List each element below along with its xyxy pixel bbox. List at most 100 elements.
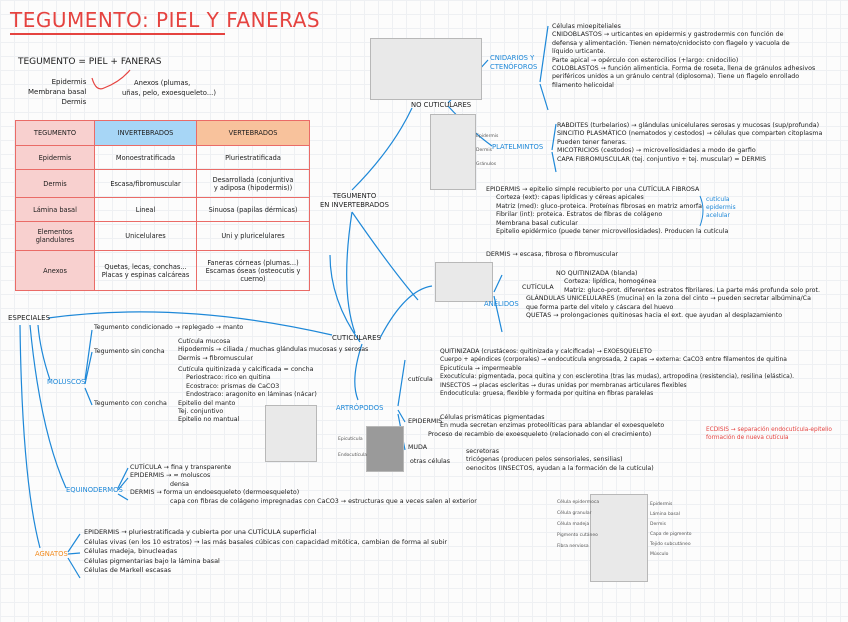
note-line: oenocitos (INSECTOS, ayudan a la formaci… bbox=[466, 464, 654, 472]
table-row: Dermis Escasa/fibromuscular Desarrollada… bbox=[15, 169, 310, 198]
note-line: Epitelio epidérmico (puede tener microve… bbox=[496, 228, 729, 236]
figure-label: Epidermis bbox=[650, 502, 673, 507]
note-line: acelular bbox=[706, 212, 730, 219]
note-line: Tej. conjuntivo bbox=[178, 408, 224, 416]
table-row: Lámina basal Lineal Sinuosa (papilas dér… bbox=[15, 197, 310, 222]
platelmintos-label: PLATELMINTOS bbox=[492, 143, 544, 151]
intro-formula: TEGUMENTO = PIEL + FANERAS bbox=[18, 57, 162, 67]
intro-left-item: Membrana basal bbox=[28, 88, 87, 96]
figure-label: Pigmento cutáneo bbox=[557, 533, 598, 538]
anelidos-cuticula-label: CUTÍCULA bbox=[522, 284, 554, 291]
anelidos-cuticula-notes: NO QUITINIZADA (blanda) Corteza: lipídic… bbox=[526, 270, 820, 320]
artropodos-otras-label: otras células bbox=[410, 458, 451, 465]
table-cell: Monoestratificada bbox=[94, 145, 197, 170]
center-node-line: TEGUMENTO bbox=[332, 192, 377, 200]
figure-label: Célula epidermoca bbox=[557, 500, 600, 505]
note-line: Corteza: lipídica, homogénea bbox=[564, 278, 657, 286]
ecdisis-note: ECDISIS → separación endocutícula-epitel… bbox=[706, 426, 832, 442]
agnato-skin-figure bbox=[590, 494, 648, 582]
table-cell-line: y adiposa (hipodermis)) bbox=[213, 183, 293, 192]
anelidos-label: ANÉLIDOS bbox=[484, 300, 519, 308]
table-cell: Escasa/fibromuscular bbox=[94, 169, 197, 198]
note-line: Células mioepiteliales bbox=[552, 23, 621, 30]
artropodos-otras-notes: secretoras tricógenas (producen pelos se… bbox=[466, 448, 654, 473]
note-line: Exocutícula: pigmentada, poca quitina y … bbox=[440, 373, 795, 381]
especiales-label: ESPECIALES bbox=[8, 314, 51, 322]
moluscos-label: MOLUSCOS bbox=[47, 378, 86, 386]
note-line: Células de Markell escasas bbox=[84, 566, 172, 575]
figure-label: Dermis bbox=[476, 148, 492, 153]
table-cell-line: Placas y espinas calcáreas bbox=[101, 270, 190, 279]
figure-label: Gránulos bbox=[476, 162, 497, 167]
note-line: GLÁNDULAS UNICELULARES (mucina) en la zo… bbox=[526, 295, 811, 303]
note-line: CUTÍCULA → fina y transparente bbox=[130, 464, 232, 471]
table-header: INVERTEBRADOS bbox=[94, 120, 197, 146]
note-line: ECDISIS → separación endocutícula-epitel… bbox=[706, 427, 832, 433]
note-line: filamento helicoidal bbox=[552, 81, 614, 89]
skin-figure-labels-left: Célula epidermoca Célula granular Célula… bbox=[557, 497, 599, 552]
artropodo-figure bbox=[366, 426, 404, 472]
table-header: TEGUMENTO bbox=[15, 120, 95, 146]
note-line: Ecostraco: prismas de CaCO3 bbox=[186, 382, 280, 390]
table-cell: Sinuosa (papilas dérmicas) bbox=[196, 197, 310, 222]
table-cell-line: Faneras córneas (plumas...) bbox=[207, 258, 299, 267]
note-line: EPIDERMIS → pluriestratificada y cubiert… bbox=[84, 528, 317, 536]
figure-label: Tejido subcutáneo bbox=[650, 542, 691, 547]
platelmintos-notes: RABDITES (turbelarios) → glándulas unice… bbox=[557, 122, 822, 164]
center-node: TEGUMENTO EN INVERTEBRADOS bbox=[320, 192, 389, 210]
figure-label: Capa de pigmento bbox=[650, 532, 692, 537]
intro-left: Epidermis Membrana basal Dermis bbox=[28, 77, 87, 107]
center-node-line: EN INVERTEBRADOS bbox=[320, 201, 389, 209]
note-line: Células prismáticas pigmentadas bbox=[440, 414, 545, 421]
cnidarios-label-line: CTENÓFOROS bbox=[490, 63, 538, 71]
note-line: Epitelio del manto bbox=[178, 399, 236, 407]
figure-label: Lámina basal bbox=[650, 512, 680, 517]
note-line: periféricos unidos a un gránulo central … bbox=[552, 73, 800, 81]
note-line: líquido urticante. bbox=[552, 48, 606, 56]
note-line: Células vivas (en los 10 estratos) → las… bbox=[84, 537, 448, 546]
table-row: Anexos Quetas, lecas, conchas...Placas y… bbox=[15, 250, 310, 291]
note-line: Corteza (ext): capas lipídicas y céreas … bbox=[496, 194, 644, 202]
note-line: Membrana basal cuticular bbox=[496, 219, 578, 227]
note-line: Parte apical → opérculo con esterocilios… bbox=[552, 56, 739, 64]
note-line: Endocutícula: gruesa, flexible y formada… bbox=[440, 390, 654, 398]
note-line: Pueden tener faneras. bbox=[557, 138, 627, 146]
cnidarios-label: CNIDARIOS Y CTENÓFOROS bbox=[490, 54, 537, 72]
note-line: COLOBLASTOS → función alimenticia. Forma… bbox=[552, 65, 816, 73]
note-line: Epitelio no mantual bbox=[178, 416, 240, 424]
anelidos-dermis: DERMIS → escasa, fibrosa o fibromuscular bbox=[486, 251, 618, 258]
title-underline bbox=[10, 33, 225, 35]
platelminto-figure-labels: Epidermis Dermis Gránulos bbox=[476, 130, 498, 172]
note-line: Cutícula mucosa bbox=[178, 338, 231, 345]
artropodos-cuticula-label: cutícula bbox=[408, 376, 433, 383]
table-row-label: Anexos bbox=[15, 250, 95, 291]
figure-label: Músculo bbox=[650, 552, 669, 557]
moluscos-sin-concha-notes: Cutícula mucosa Hipodermis → ciliada / m… bbox=[178, 338, 368, 363]
table-header: VERTEBRADOS bbox=[196, 120, 310, 146]
table-row-label: Elementos glandulares bbox=[15, 221, 95, 251]
note-line: DERMIS → forma un endoesqueleto (dermoes… bbox=[130, 489, 300, 497]
note-line: Cuerpo + apéndices (corporales) → endocu… bbox=[440, 356, 787, 364]
table-cell: Uni y pluricelulares bbox=[196, 221, 310, 251]
note-line: formación de nueva cutícula bbox=[706, 435, 789, 441]
artropodos-epidermis-label: EPIDERMIS bbox=[408, 418, 443, 425]
table-cell-line: Desarrollada (conjuntiva bbox=[212, 175, 294, 184]
intro-left-item: Dermis bbox=[61, 98, 87, 106]
note-line: MICOTRICIOS (cestodos) → microvellosidad… bbox=[557, 147, 756, 155]
moluscos-condicionado: Tegumento condicionado → replegado → man… bbox=[94, 324, 244, 331]
note-line: defensa y alimentación. Tienen nemato/cn… bbox=[552, 39, 790, 47]
note-line: densa bbox=[170, 480, 190, 488]
artropodos-label: ARTRÓPODOS bbox=[336, 404, 384, 412]
table-cell: Faneras córneas (plumas...)Escamas óseas… bbox=[196, 250, 310, 291]
table-header-row: TEGUMENTO INVERTEBRADOS VERTEBRADOS bbox=[15, 120, 310, 146]
note-line: Matriz (med): gluco-proteica. Proteínas … bbox=[496, 202, 702, 210]
note-line: Periostraco: rico en quitina bbox=[186, 374, 271, 382]
platelminto-figure bbox=[430, 114, 476, 190]
table-cell: Unicelulares bbox=[94, 221, 197, 251]
table-row-label: Epidermis bbox=[15, 145, 95, 170]
table-cell: Quetas, lecas, conchas...Placas y espina… bbox=[94, 250, 197, 291]
note-line: secretoras bbox=[466, 448, 499, 455]
moluscos-sin-concha-label: Tegumento sin concha bbox=[94, 348, 165, 355]
table-cell-line: Escamas óseas (osteocutis y bbox=[205, 266, 301, 275]
